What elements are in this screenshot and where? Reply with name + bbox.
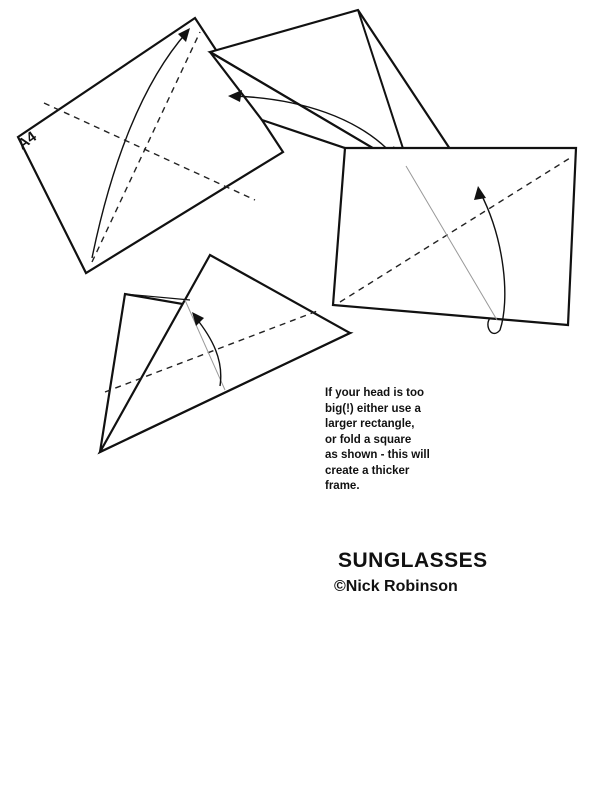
note-line: as shown - this will [325, 449, 430, 461]
step-2-fold-corner-across [207, 8, 454, 172]
step-4-fold-in-half [97, 253, 354, 455]
arrow-head-icon [192, 312, 204, 326]
note-line: If your head is too [325, 387, 425, 399]
diagonal-crease [339, 157, 571, 303]
lower-layer [209, 51, 411, 172]
inner-edge [124, 293, 191, 301]
crease-line-1 [43, 102, 256, 201]
fold-line [104, 309, 321, 393]
author-credit: ©Nick Robinson [334, 578, 458, 595]
arrow-head-left-icon [228, 90, 242, 102]
step-3-unfold-and-fold [331, 146, 578, 335]
note-line: create a thicker [325, 464, 410, 477]
fold-arrow [91, 31, 188, 259]
fold-arrow [195, 317, 222, 387]
a4-sheet [16, 16, 285, 275]
diagram-title: SUNGLASSES [338, 549, 488, 572]
size-note: If your head is too big(!) either use a … [325, 386, 485, 495]
fold-arrow-loop [479, 191, 506, 335]
arrow-head-icon [178, 28, 190, 42]
note-line: or fold a square [325, 433, 412, 446]
arrow-head-icon [474, 186, 486, 200]
triangle-flap [97, 253, 353, 455]
note-line: larger rectangle, [325, 418, 415, 430]
crease-faint [184, 299, 226, 391]
note-line: big(!) either use a [325, 402, 421, 415]
crease-line-2 [91, 31, 201, 263]
square-sheet [331, 146, 578, 327]
fold-arrow-double [231, 95, 395, 157]
crease-faint [405, 165, 498, 321]
fold-edge [357, 9, 411, 171]
note-line: frame. [325, 480, 360, 492]
